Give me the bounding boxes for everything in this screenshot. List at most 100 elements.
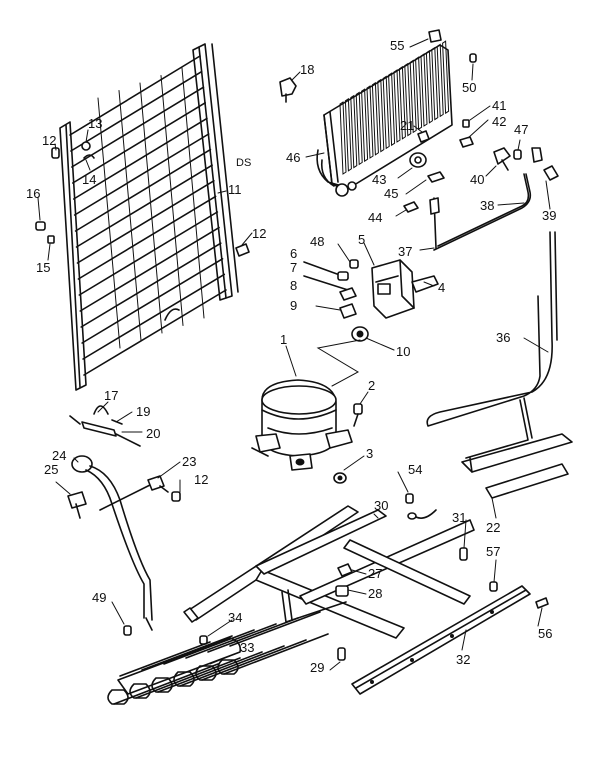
screw-29	[337, 647, 346, 661]
connector-25	[67, 491, 87, 519]
bolt-27	[337, 563, 353, 577]
compressor-1	[251, 379, 353, 471]
evaporator-fin	[371, 81, 379, 156]
heater-43	[409, 152, 427, 168]
callout-50: 50	[462, 80, 476, 95]
evaporator-fin	[431, 46, 439, 121]
evaporator-fin	[382, 75, 390, 150]
callout-6: 6	[290, 246, 297, 261]
callout-18: 18	[300, 62, 314, 77]
leader-lines	[37, 38, 551, 671]
evaporator-fin	[415, 56, 423, 131]
callout-10: 10	[396, 344, 410, 359]
bracket-45	[427, 171, 445, 183]
evaporator-fin	[366, 85, 374, 159]
coil-run	[83, 289, 227, 376]
callout-49: 49	[92, 590, 106, 605]
screw-12-cord	[171, 491, 181, 502]
clip-39	[543, 165, 559, 181]
callout-17: 17	[104, 388, 118, 403]
coil-run	[74, 148, 212, 232]
callout-25: 25	[44, 462, 58, 477]
screw-42	[459, 136, 474, 148]
callout-15: 15	[36, 260, 50, 275]
condenser-coil	[59, 43, 239, 391]
callout-36: 36	[496, 330, 510, 345]
screw-56	[535, 597, 549, 609]
coil-run	[78, 211, 219, 296]
rail-32	[351, 585, 531, 695]
tubing-37-38	[429, 147, 543, 251]
coil-run	[70, 70, 203, 152]
drain-heater-33	[107, 611, 329, 705]
screw-57	[489, 581, 498, 592]
callout-24: 24	[52, 448, 66, 463]
evaporator-fin	[409, 59, 417, 134]
coil-wire	[118, 90, 142, 341]
capillary-tube-36	[426, 231, 558, 459]
callout-43: 43	[372, 172, 386, 187]
callout-21: 21	[400, 118, 414, 133]
clip-14	[83, 154, 95, 159]
evaporator-fin	[442, 40, 450, 115]
plug-49	[123, 617, 153, 636]
terminal-6	[303, 261, 349, 281]
evaporator-coil	[316, 40, 453, 197]
plug-8	[339, 287, 357, 301]
callout-14: 14	[82, 172, 96, 187]
callout-4: 4	[438, 280, 445, 295]
clip-47	[513, 149, 522, 160]
callout-45: 45	[384, 186, 398, 201]
callout-2: 2	[368, 378, 375, 393]
evaporator-fin	[377, 78, 385, 153]
clip-44	[403, 201, 419, 213]
cover-4	[411, 275, 439, 293]
overload-10	[351, 326, 369, 342]
grommet-41	[462, 119, 470, 128]
screw-50	[469, 53, 477, 63]
callout-1: 1	[280, 332, 287, 347]
callout-19: 19	[136, 404, 150, 419]
base-frame-30	[183, 505, 475, 639]
coil-run	[81, 258, 224, 344]
relay-5	[371, 259, 415, 319]
callout-12-a: 12	[42, 133, 56, 148]
callout-27: 27	[368, 566, 382, 581]
callout-3: 3	[366, 446, 373, 461]
screw-16	[35, 221, 46, 231]
callout-8: 8	[290, 278, 297, 293]
coil-run	[73, 133, 210, 216]
clip-21	[417, 130, 430, 143]
drier-40	[493, 147, 511, 171]
spacer-28	[335, 585, 349, 597]
coil-wire	[181, 67, 205, 319]
callout-7: 7	[290, 260, 297, 275]
evaporator-fin	[404, 62, 412, 137]
callout-12-b: 12	[252, 226, 266, 241]
evaporator-fin	[350, 94, 358, 169]
evaporator-fin	[425, 49, 433, 124]
callout-40: 40	[470, 172, 484, 187]
clip-13	[81, 141, 91, 151]
callout-12-c: 12	[194, 472, 208, 487]
callout-9: 9	[290, 298, 297, 313]
callout-33: 33	[240, 640, 254, 655]
callout-46: 46	[286, 150, 300, 165]
heater-20	[69, 405, 141, 447]
callout-44: 44	[368, 210, 382, 225]
evaporator-fin	[355, 91, 363, 166]
callout-39: 39	[542, 208, 556, 223]
callout-16: 16	[26, 186, 40, 201]
callout-32: 32	[456, 652, 470, 667]
screw-31	[459, 547, 468, 561]
callout-23: 23	[182, 454, 196, 469]
screw-2	[353, 403, 363, 427]
coil-run	[76, 180, 215, 264]
callout-47: 47	[514, 122, 528, 137]
callout-37: 37	[398, 244, 412, 259]
bracket-22	[461, 433, 573, 499]
callout-22: 22	[486, 520, 500, 535]
coil-run	[69, 55, 201, 136]
evaporator-fin	[393, 69, 401, 143]
coil-run	[71, 86, 205, 168]
